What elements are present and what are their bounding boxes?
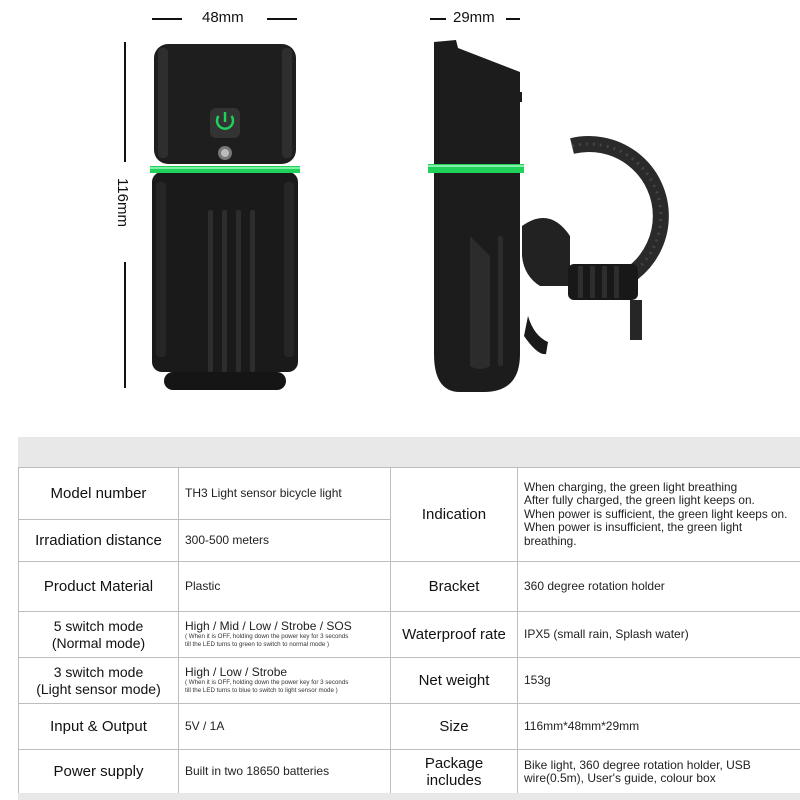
depth-dimension-line-left bbox=[430, 18, 446, 20]
height-dimension-line-top bbox=[124, 42, 126, 162]
spec-value: TH3 Light sensor bicycle light bbox=[178, 467, 391, 520]
spec-value: When charging, the green light breathing… bbox=[517, 467, 800, 562]
table-row: Model number TH3 Light sensor bicycle li… bbox=[18, 467, 800, 562]
table-row: 3 switch mode (Light sensor mode) High /… bbox=[18, 657, 800, 704]
spec-header-band bbox=[18, 437, 800, 467]
spec-label: 3 switch mode (Light sensor mode) bbox=[18, 657, 179, 704]
spec-value: Built in two 18650 batteries bbox=[178, 749, 391, 794]
table-row: Product Material Plastic Bracket 360 deg… bbox=[18, 561, 800, 612]
spec-value: 153g bbox=[517, 657, 800, 704]
spec-value: 360 degree rotation holder bbox=[517, 561, 800, 612]
table-row: Input & Output 5V / 1A Size 116mm*48mm*2… bbox=[18, 703, 800, 750]
table-row: 5 switch mode (Normal mode) High / Mid /… bbox=[18, 611, 800, 658]
bike-light-front-view bbox=[150, 44, 300, 390]
spec-label: Input & Output bbox=[18, 703, 179, 750]
spec-label: Product Material bbox=[18, 561, 179, 612]
width-dimension-label: 48mm bbox=[202, 9, 244, 26]
bike-light-side-view bbox=[428, 40, 669, 392]
spec-value: 116mm*48mm*29mm bbox=[517, 703, 800, 750]
light-sensor-icon bbox=[218, 146, 232, 160]
spec-label: Size bbox=[390, 703, 518, 750]
spec-note: ( When it is OFF, holding down the power… bbox=[185, 679, 349, 694]
spec-value: Plastic bbox=[178, 561, 391, 612]
spec-label: Bracket bbox=[390, 561, 518, 612]
table-row: Irradiation distance 300-500 meters bbox=[18, 519, 800, 562]
spec-value: 300-500 meters bbox=[178, 519, 391, 562]
spec-label: Net weight bbox=[390, 657, 518, 704]
spec-value: High / Low / Strobe ( When it is OFF, ho… bbox=[178, 657, 391, 704]
spec-table: Model number TH3 Light sensor bicycle li… bbox=[18, 467, 800, 794]
spec-note: ( When it is OFF, holding down the power… bbox=[185, 633, 349, 648]
spec-value: IPX5 (small rain, Splash water) bbox=[517, 611, 800, 658]
spec-label: Package includes bbox=[390, 749, 518, 794]
table-row: Power supply Built in two 18650 batterie… bbox=[18, 749, 800, 794]
spec-value-main: High / Low / Strobe bbox=[185, 665, 288, 679]
spec-footer-band bbox=[18, 793, 800, 800]
spec-value: High / Mid / Low / Strobe / SOS ( When i… bbox=[178, 611, 391, 658]
depth-dimension-line-right bbox=[506, 18, 520, 20]
width-dimension-line-right bbox=[267, 18, 297, 20]
spec-label: Model number bbox=[18, 467, 179, 520]
spec-label: Power supply bbox=[18, 749, 179, 794]
spec-label: 5 switch mode (Normal mode) bbox=[18, 611, 179, 658]
height-dimension-line-bottom bbox=[124, 262, 126, 388]
height-dimension-label: 116mm bbox=[113, 178, 131, 227]
spec-value: 5V / 1A bbox=[178, 703, 391, 750]
depth-dimension-label: 29mm bbox=[453, 9, 495, 26]
spec-value: Bike light, 360 degree rotation holder, … bbox=[517, 749, 800, 794]
spec-label: Irradiation distance bbox=[18, 519, 179, 562]
spec-label: Indication bbox=[390, 467, 518, 562]
width-dimension-line-left bbox=[152, 18, 182, 20]
spec-label: Waterproof rate bbox=[390, 611, 518, 658]
spec-value-main: High / Mid / Low / Strobe / SOS bbox=[185, 619, 352, 633]
power-icon[interactable] bbox=[210, 108, 240, 138]
